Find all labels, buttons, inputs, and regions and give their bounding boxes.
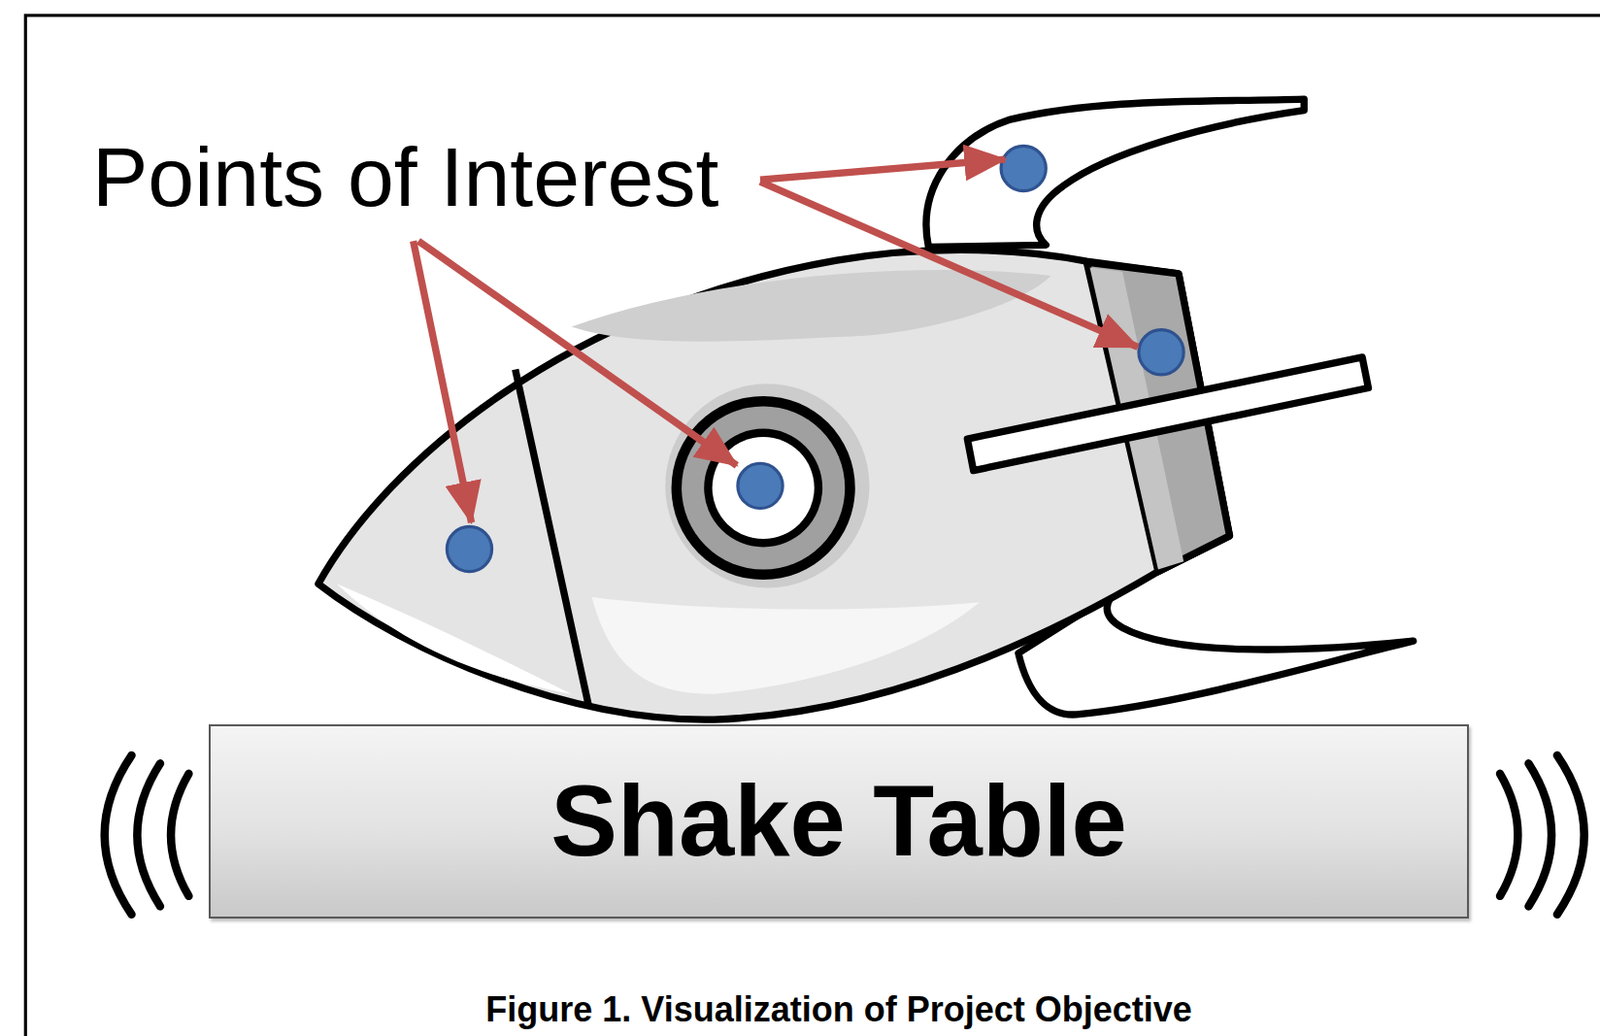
- window-ring: [681, 405, 845, 569]
- vibration-arc: [1557, 755, 1585, 915]
- point-dot: [446, 526, 492, 571]
- frame: [25, 15, 1600, 1036]
- node-text: Shake Table: [550, 764, 1127, 879]
- body-highlight: [592, 597, 980, 695]
- window-rim: [671, 396, 856, 580]
- vibration-arc: [1500, 773, 1518, 897]
- figure-caption: Figure 1. Visualization of Project Objec…: [485, 992, 1193, 1028]
- callout-label: Points of Interest: [92, 134, 719, 219]
- nose-divider: [515, 369, 590, 707]
- leader-arrow: [413, 240, 472, 523]
- point-dot: [1000, 145, 1046, 191]
- top-fin: [926, 99, 1304, 247]
- point-dot: [1138, 330, 1184, 375]
- vibration-arc: [136, 763, 161, 906]
- leader-arrow: [760, 159, 1005, 180]
- window-shadow: [665, 383, 869, 588]
- leader-arrow: [760, 181, 1138, 347]
- point-dot: [737, 463, 783, 508]
- leader-arrow: [418, 240, 737, 466]
- rocket-body: [318, 249, 1231, 720]
- vibration-arc: [104, 755, 133, 915]
- vibration-arc: [1528, 763, 1552, 906]
- body-highlight: [336, 583, 572, 695]
- vibration-arc: [170, 773, 189, 897]
- shake-table: Shake Table: [208, 724, 1469, 919]
- window-glass: [712, 436, 815, 539]
- window-inner-rim: [703, 429, 823, 548]
